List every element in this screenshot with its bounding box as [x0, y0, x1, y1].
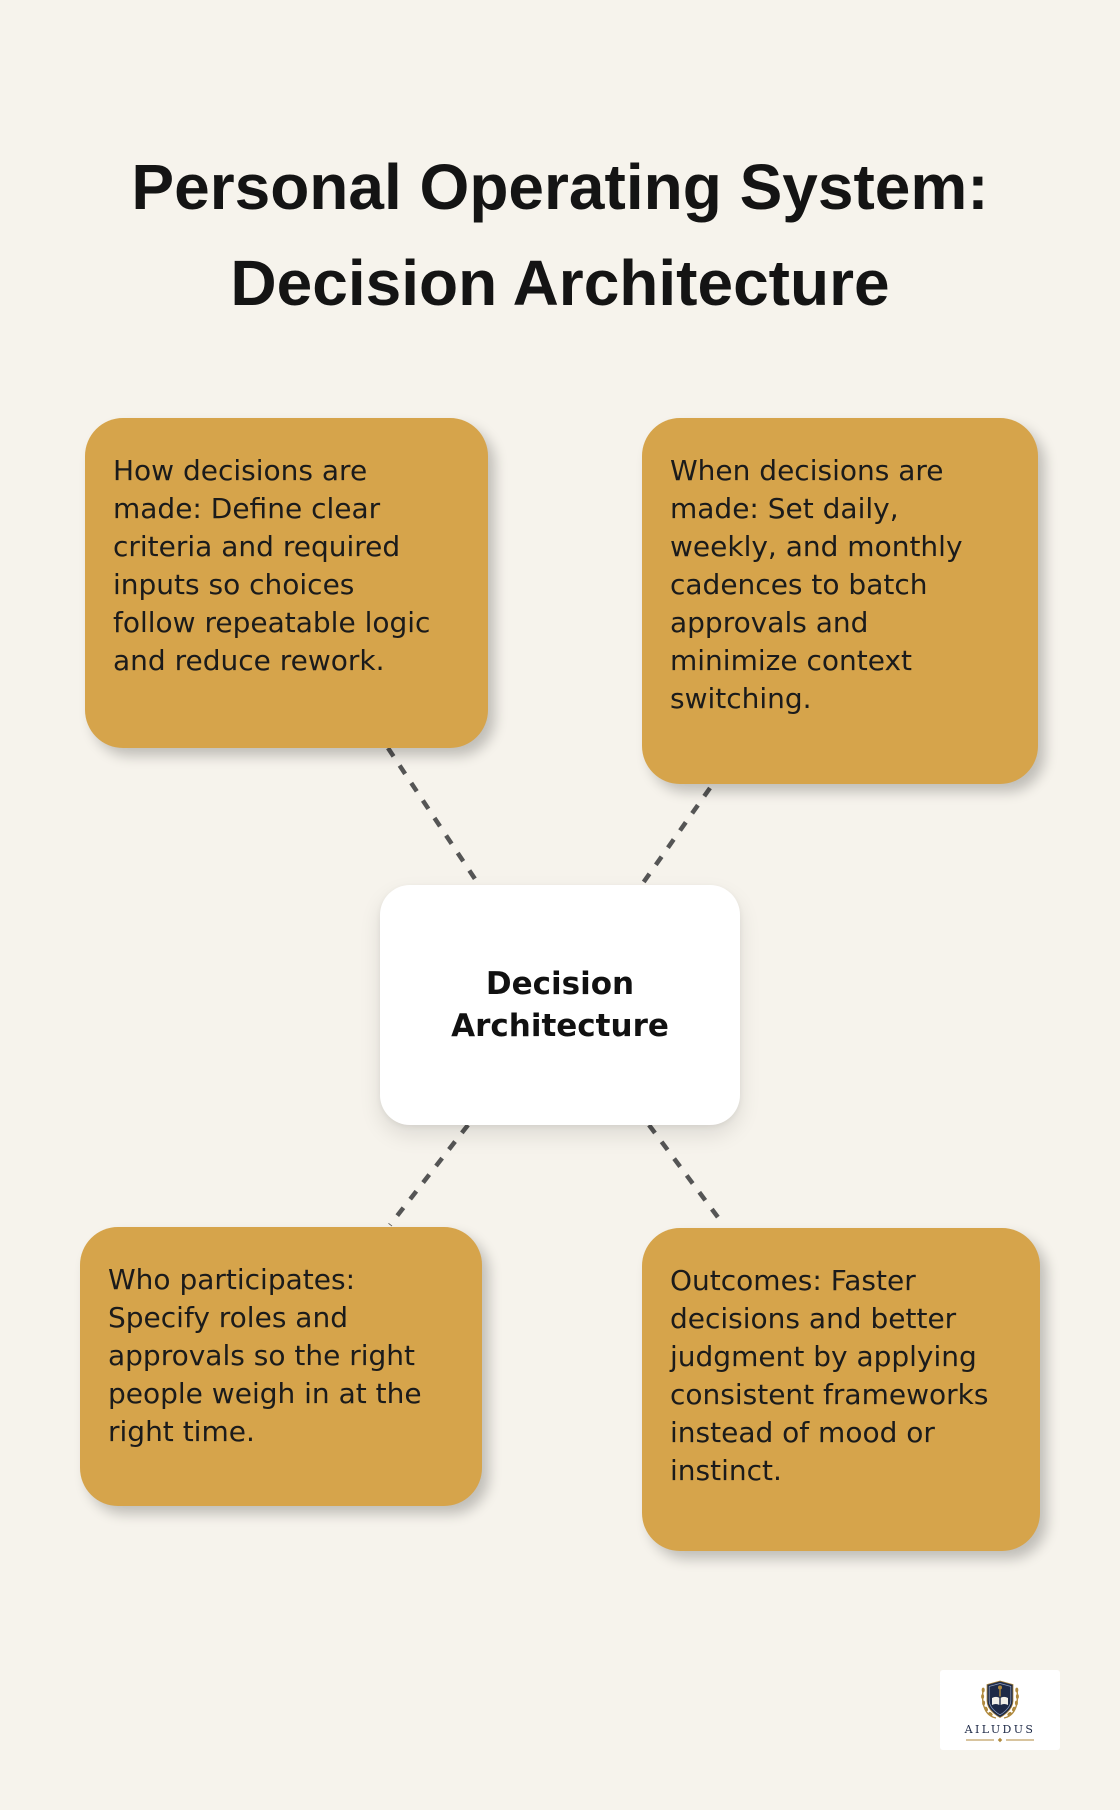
page-title: Personal Operating System: Decision Arch…	[0, 139, 1120, 331]
node-who-participates-text: Who participates: Specify roles and appr…	[108, 1263, 422, 1448]
node-when-decisions-text: When decisions are made: Set daily, week…	[670, 454, 963, 715]
connector-center-to-outcomes	[647, 1123, 725, 1226]
connector-when-to-center	[641, 786, 712, 885]
shield-book-icon	[986, 1680, 1014, 1718]
node-outcomes: Outcomes: Faster decisions and better ju…	[642, 1228, 1040, 1551]
brand-logo-wordmark: AILUDUS	[964, 1723, 1036, 1736]
node-outcomes-text: Outcomes: Faster decisions and better ju…	[670, 1264, 989, 1487]
connector-how-to-center	[386, 746, 479, 884]
node-how-decisions: How decisions are made: Define clear cri…	[85, 418, 488, 748]
laurel-wreath-icon	[981, 1687, 1019, 1719]
center-node: Decision Architecture	[380, 885, 740, 1125]
node-who-participates: Who participates: Specify roles and appr…	[80, 1227, 482, 1506]
node-when-decisions: When decisions are made: Set daily, week…	[642, 418, 1038, 784]
flourish-divider-icon	[966, 1737, 1034, 1743]
center-node-label: Decision Architecture	[451, 966, 669, 1044]
connector-center-to-who	[388, 1123, 470, 1227]
page-title-line-2: Decision Architecture	[230, 246, 890, 319]
page-title-line-1: Personal Operating System:	[131, 150, 989, 223]
node-how-decisions-text: How decisions are made: Define clear cri…	[113, 454, 431, 677]
brand-logo: AILUDUS	[940, 1670, 1060, 1750]
brand-logo-graphic: AILUDUS	[964, 1680, 1036, 1743]
